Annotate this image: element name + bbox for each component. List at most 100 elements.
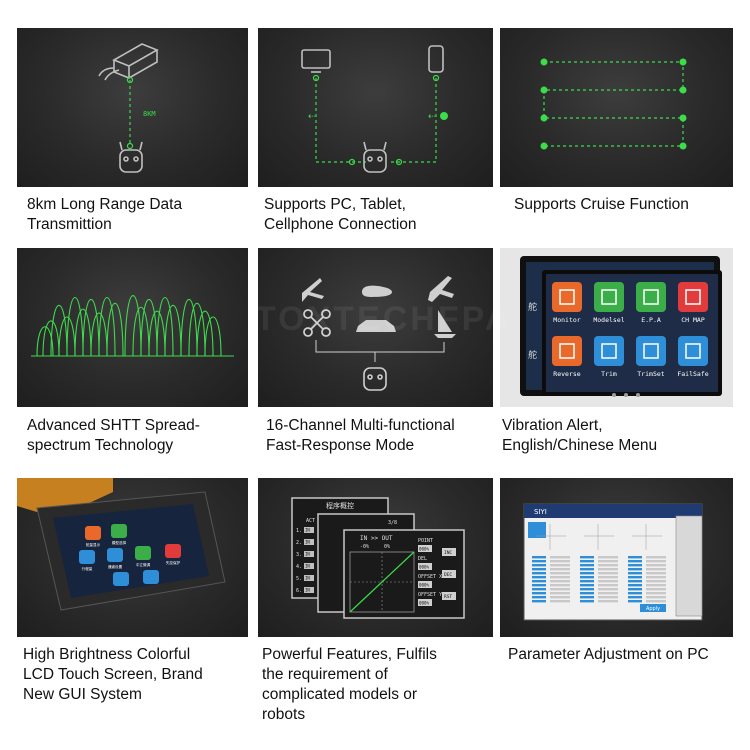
row-tag: IN — [305, 540, 310, 545]
wave — [74, 308, 92, 357]
sailboat-icon — [434, 310, 456, 338]
param-field[interactable] — [598, 592, 618, 595]
value-box[interactable] — [418, 581, 432, 588]
param-field[interactable] — [646, 576, 666, 579]
param-field[interactable] — [646, 596, 666, 599]
wave — [58, 316, 76, 357]
param-field[interactable] — [646, 600, 666, 603]
param-field[interactable] — [598, 572, 618, 575]
param-bar — [628, 576, 642, 579]
param-field[interactable] — [646, 568, 666, 571]
distance-label: 8KM — [143, 110, 156, 118]
car-icon — [356, 320, 396, 332]
param-bar — [532, 560, 546, 563]
param-bar — [532, 572, 546, 575]
param-bar — [628, 588, 642, 591]
mid-label: 3/8 — [388, 520, 397, 526]
param-bar — [532, 592, 546, 595]
wave — [42, 320, 60, 357]
param-field[interactable] — [598, 580, 618, 583]
param-field[interactable] — [550, 600, 570, 603]
wave — [188, 303, 206, 357]
side-value: 000% — [419, 583, 430, 588]
param-field[interactable] — [598, 560, 618, 563]
lcd-app-icon — [107, 548, 123, 562]
param-field[interactable] — [598, 596, 618, 599]
value-box[interactable] — [418, 563, 432, 570]
param-field[interactable] — [550, 588, 570, 591]
param-field[interactable] — [550, 564, 570, 567]
menu-item-label: E.P.A — [641, 316, 661, 324]
phone-icon — [428, 45, 444, 73]
caption-pc: Parameter Adjustment on PC — [508, 646, 709, 663]
vehicle-modes-illustration — [302, 276, 456, 391]
receiver-icon — [112, 43, 159, 79]
param-field[interactable] — [646, 580, 666, 583]
pc-illustration: SIYI Apply — [523, 503, 703, 621]
caption-spread-spectrum: Advanced SHTT Spread-spectrum Technology — [27, 417, 200, 454]
value-box[interactable] — [418, 599, 432, 606]
adjust-button[interactable] — [442, 548, 456, 556]
param-bar — [580, 564, 594, 567]
wave — [156, 296, 174, 357]
param-field[interactable] — [598, 576, 618, 579]
param-bar — [532, 576, 546, 579]
menu-item-label: Trim — [601, 370, 617, 378]
param-field[interactable] — [646, 592, 666, 595]
usb-icon: ⇠ — [308, 111, 316, 121]
param-bar — [532, 584, 546, 587]
param-field[interactable] — [646, 572, 666, 575]
wave — [36, 326, 54, 357]
param-bar — [532, 580, 546, 583]
menu-item-label: Monitor — [553, 316, 580, 324]
param-field[interactable] — [646, 564, 666, 567]
row-tag: IN — [305, 552, 310, 557]
param-field[interactable] — [598, 600, 618, 603]
param-bar — [628, 564, 642, 567]
param-bar — [532, 568, 546, 571]
adjust-button[interactable] — [442, 570, 456, 578]
param-field[interactable] — [598, 588, 618, 591]
wave — [98, 296, 116, 357]
wave — [140, 299, 158, 357]
param-bar — [580, 600, 594, 603]
menu-item-icon — [594, 282, 624, 312]
param-field[interactable] — [598, 564, 618, 567]
value-box[interactable] — [418, 545, 432, 552]
param-field[interactable] — [646, 556, 666, 559]
param-field[interactable] — [646, 560, 666, 563]
lcd-app-label: 通道设置 — [108, 564, 123, 569]
param-bar — [532, 556, 546, 559]
drone-icon — [303, 309, 331, 337]
param-field[interactable] — [550, 568, 570, 571]
wave — [180, 299, 198, 357]
lcd-app-label: 舵量显示 — [86, 542, 101, 547]
param-field[interactable] — [550, 560, 570, 563]
menu-item-icon — [678, 282, 708, 312]
param-field[interactable] — [646, 588, 666, 591]
param-field[interactable] — [550, 592, 570, 595]
param-field[interactable] — [646, 584, 666, 587]
param-field[interactable] — [550, 556, 570, 559]
front-title: IN >> OUT — [360, 535, 393, 542]
param-field[interactable] — [550, 596, 570, 599]
side-char: 舵 — [528, 301, 537, 312]
param-field[interactable] — [598, 568, 618, 571]
param-field[interactable] — [550, 572, 570, 575]
lcd-app-icon — [143, 570, 159, 584]
param-field[interactable] — [550, 576, 570, 579]
row-number: 4. — [296, 564, 302, 570]
param-field[interactable] — [598, 584, 618, 587]
adjust-button[interactable] — [442, 592, 456, 600]
param-field[interactable] — [550, 580, 570, 583]
param-field[interactable] — [598, 556, 618, 559]
settings-illustration: 程序概控 ACT 1.IN2.IN3.IN4.IN5.IN6.IN 3/8 IN… — [291, 497, 465, 619]
row-tag: IN — [305, 576, 310, 581]
adjust-button-label: RST — [444, 594, 452, 600]
menu-item-icon — [636, 282, 666, 312]
param-field[interactable] — [550, 584, 570, 587]
menu-item-icon — [678, 336, 708, 366]
